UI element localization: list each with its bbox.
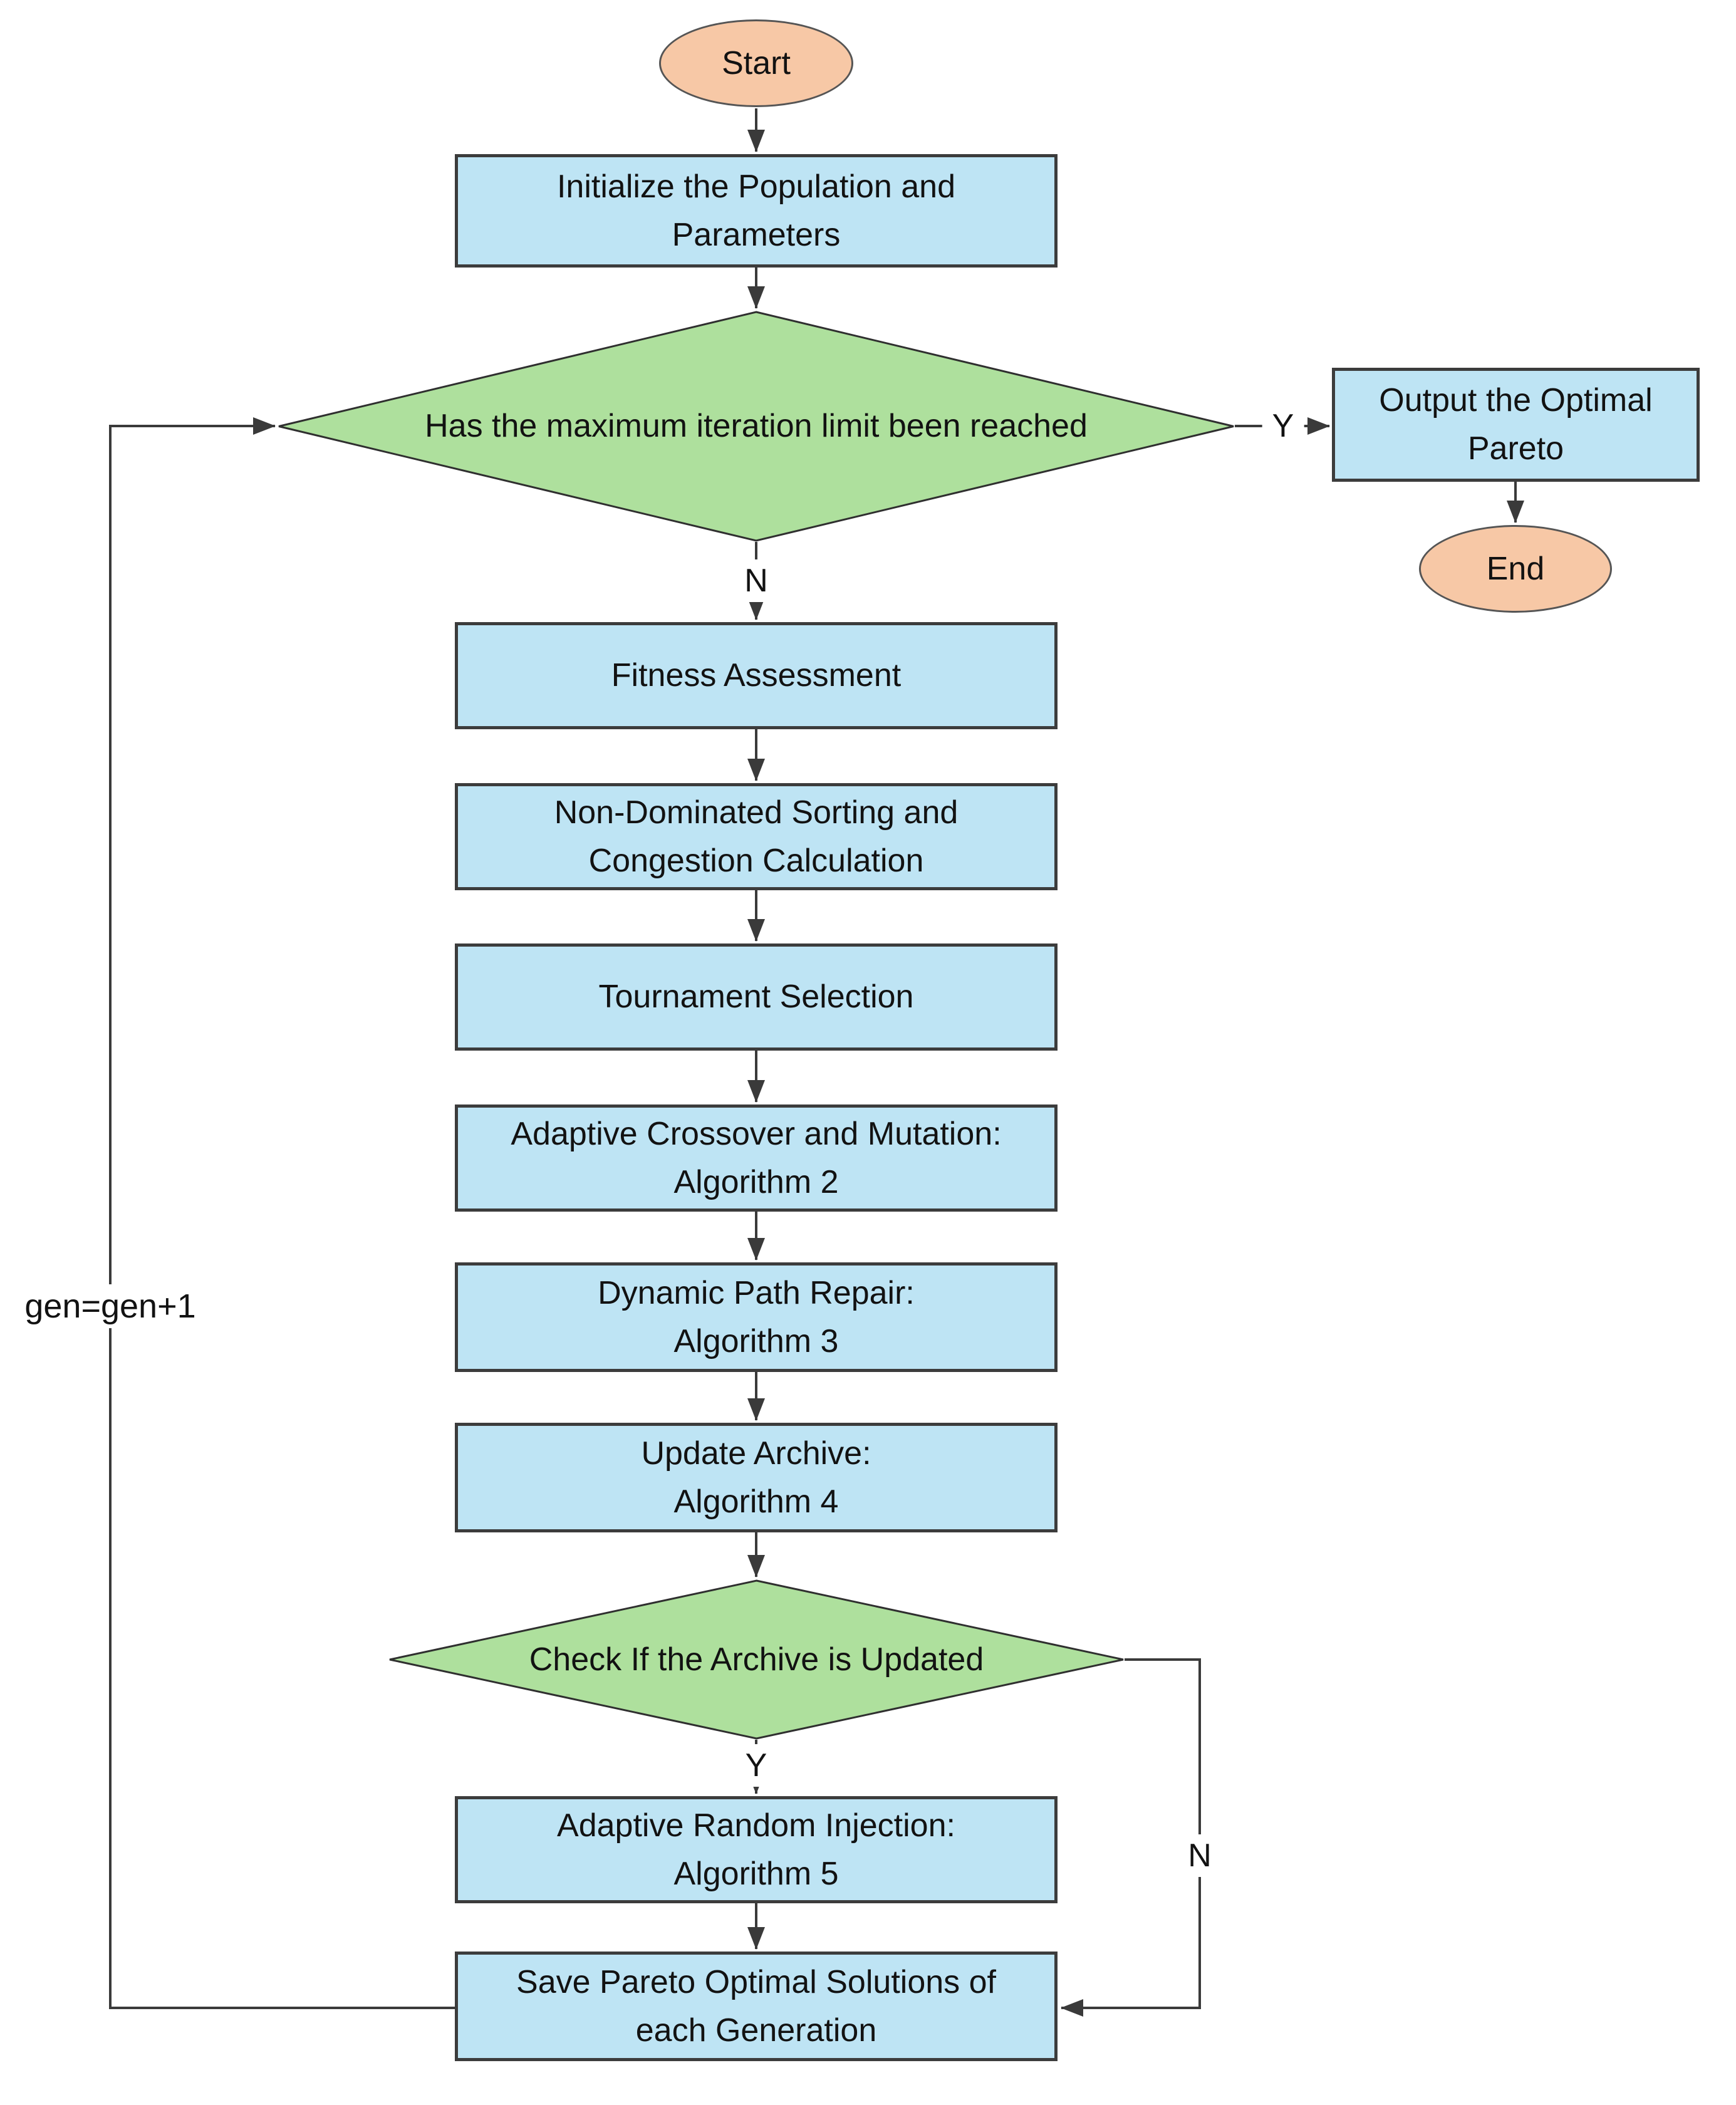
initialize-population-process: Initialize the Population and Parameters	[455, 154, 1058, 268]
adaptive-crossover-label: Adaptive Crossover and Mutation: Algorit…	[511, 1115, 1002, 1200]
archive-updated-diamond-shape	[389, 1579, 1124, 1740]
archive-updated-decision: Check If the Archive is Updated	[388, 1579, 1125, 1740]
non-dominated-sorting-process: Non-Dominated Sorting and Congestion Cal…	[455, 783, 1058, 890]
tournament-selection-process: Tournament Selection	[455, 943, 1058, 1051]
end-terminator: End	[1419, 525, 1612, 613]
arrow-loop-save-to-maxiter	[109, 417, 455, 2009]
save-pareto-label: Save Pareto Optimal Solutions of each Ge…	[516, 1963, 996, 2049]
archive-updated-label: Check If the Archive is Updated	[529, 1641, 984, 1678]
dynamic-path-repair-label: Dynamic Path Repair: Algorithm 3	[598, 1274, 915, 1359]
update-archive-process: Update Archive: Algorithm 4	[455, 1423, 1058, 1532]
generation-increment-label: gen=gen+1	[14, 1284, 206, 1328]
dynamic-path-repair-process: Dynamic Path Repair: Algorithm 3	[455, 1262, 1058, 1372]
non-dominated-sorting-label: Non-Dominated Sorting and Congestion Cal…	[554, 794, 959, 879]
tournament-selection-label: Tournament Selection	[598, 979, 914, 1016]
end-label: End	[1486, 550, 1545, 587]
adaptive-random-injection-process: Adaptive Random Injection: Algorithm 5	[455, 1796, 1058, 1903]
fitness-assessment-label: Fitness Assessment	[611, 657, 902, 694]
arrow-check-no-to-save	[1061, 1658, 1201, 2017]
adaptive-random-injection-label: Adaptive Random Injection: Algorithm 5	[557, 1807, 955, 1892]
initialize-population-label: Initialize the Population and Parameters	[556, 168, 955, 253]
output-pareto-label: Output the Optimal Pareto	[1379, 382, 1653, 467]
fitness-assessment-process: Fitness Assessment	[455, 622, 1058, 729]
max-iteration-no-label: N	[734, 559, 778, 602]
adaptive-crossover-process: Adaptive Crossover and Mutation: Algorit…	[455, 1104, 1058, 1212]
max-iteration-decision: Has the maximum iteration limit been rea…	[278, 311, 1235, 542]
archive-updated-no-label: N	[1178, 1834, 1222, 1877]
start-terminator: Start	[659, 19, 853, 107]
save-pareto-process: Save Pareto Optimal Solutions of each Ge…	[455, 1952, 1058, 2061]
max-iteration-label: Has the maximum iteration limit been rea…	[425, 408, 1088, 445]
max-iteration-diamond-shape	[278, 311, 1234, 542]
start-label: Start	[722, 44, 791, 81]
max-iteration-yes-label: Y	[1262, 405, 1304, 447]
archive-updated-yes-label: Y	[735, 1744, 777, 1787]
update-archive-label: Update Archive: Algorithm 4	[641, 1435, 871, 1520]
output-pareto-process: Output the Optimal Pareto	[1332, 368, 1700, 482]
